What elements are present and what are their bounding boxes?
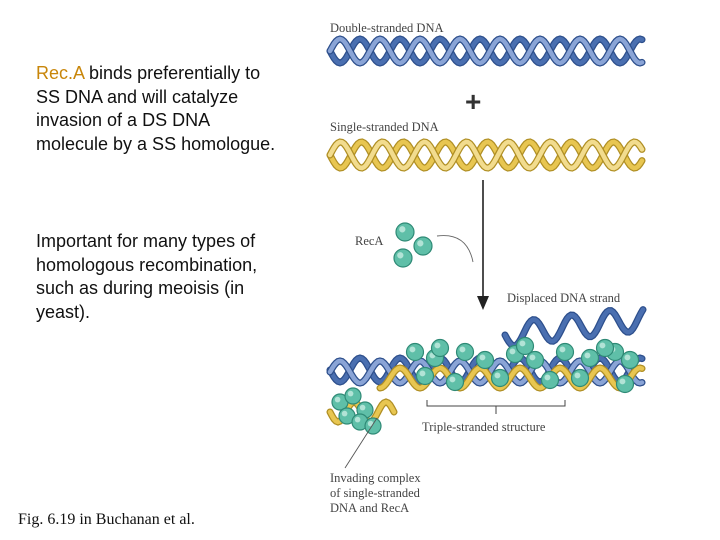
- bound-reca-protein-highlight: [544, 374, 551, 381]
- label-invading-line-3: DNA and RecA: [330, 501, 409, 515]
- reca-strand-invasion-diagram: Double-stranded DNA + Single-stranded DN…: [326, 21, 647, 515]
- triple-structure-bracket: [426, 400, 566, 407]
- bound-reca-protein-highlight: [434, 342, 441, 349]
- invading-complex-leader-line: [344, 417, 378, 469]
- ss-strand-a: [327, 139, 645, 171]
- bound-reca-protein-highlight: [584, 352, 591, 359]
- bound-reca-protein: [415, 366, 435, 386]
- bound-reca-protein-highlight: [459, 346, 466, 353]
- reca-term: Rec.A: [36, 63, 85, 83]
- invading-reca-protein: [344, 387, 362, 405]
- bound-reca-protein-highlight: [509, 348, 516, 355]
- bound-reca-protein: [540, 370, 560, 390]
- invading-reca-protein-highlight: [359, 404, 366, 411]
- bound-reca-protein: [620, 350, 640, 370]
- reaction-arrow-head: [477, 296, 489, 310]
- free-reca-protein: [413, 236, 433, 256]
- free-reca-protein-highlight: [399, 226, 406, 233]
- free-reca-proteins: [393, 222, 433, 268]
- description-paragraph: Rec.A binds preferentially to SS DNA and…: [36, 62, 276, 156]
- invading-reca-protein: [364, 417, 382, 435]
- bound-reca-protein: [475, 350, 495, 370]
- bound-reca-protein: [490, 368, 510, 388]
- bound-reca-protein-highlight: [479, 354, 486, 361]
- bound-reca-protein-highlight: [449, 376, 456, 383]
- description-text: binds preferentially to SS DNA and will …: [36, 63, 276, 154]
- invading-reca-protein-highlight: [354, 416, 361, 423]
- label-triple-stranded-structure: Triple-stranded structure: [422, 420, 546, 434]
- free-reca-protein-highlight: [417, 240, 424, 247]
- label-invading-line-2: of single-stranded: [330, 486, 421, 500]
- label-reca: RecA: [355, 234, 383, 248]
- bound-reca-protein: [615, 374, 635, 394]
- label-displaced-dna-strand: Displaced DNA strand: [507, 291, 621, 305]
- plus-sign: +: [465, 86, 481, 117]
- bound-reca-protein: [445, 372, 465, 392]
- reca-leader-line: [436, 235, 474, 263]
- free-reca-protein: [395, 222, 415, 242]
- bound-reca-protein: [595, 338, 615, 358]
- bound-reca-protein: [430, 338, 450, 358]
- free-reca-protein-highlight: [397, 252, 404, 259]
- bound-reca-proteins: [331, 336, 640, 435]
- single-stranded-dna-helix: [326, 138, 646, 172]
- figure-caption: Fig. 6.19 in Buchanan et al.: [18, 511, 195, 528]
- bound-reca-protein-highlight: [574, 372, 581, 379]
- displaced-dna-strand: [501, 306, 647, 350]
- bound-reca-protein-highlight: [559, 346, 566, 353]
- bound-reca-protein: [455, 342, 475, 362]
- bound-reca-protein: [570, 368, 590, 388]
- bound-reca-protein-highlight: [494, 372, 501, 379]
- bound-reca-protein-highlight: [519, 340, 526, 347]
- bound-reca-protein-highlight: [619, 378, 626, 385]
- ds-strand-b: [327, 36, 645, 66]
- displaced-strand-path: [502, 307, 646, 349]
- invading-reca-protein-highlight: [334, 396, 341, 403]
- label-invading-line-1: Invading complex: [330, 471, 421, 485]
- free-reca-protein: [393, 248, 413, 268]
- bound-reca-protein: [555, 342, 575, 362]
- double-stranded-dna-helix: [326, 35, 646, 67]
- bound-reca-protein-highlight: [529, 354, 536, 361]
- importance-paragraph: Important for many types of homologous r…: [36, 231, 258, 322]
- bound-reca-protein-highlight: [419, 370, 426, 377]
- bound-reca-protein: [515, 336, 535, 356]
- invading-reca-protein-highlight: [341, 410, 348, 417]
- bound-reca-protein-highlight: [599, 342, 606, 349]
- label-single-stranded-dna: Single-stranded DNA: [330, 120, 439, 134]
- bound-reca-protein-highlight: [624, 354, 631, 361]
- triple-yellow: [377, 365, 645, 391]
- ss-strand-b: [327, 139, 645, 171]
- invading-reca-protein-highlight: [347, 390, 354, 397]
- bound-reca-protein-highlight: [409, 346, 416, 353]
- bound-reca-protein: [405, 342, 425, 362]
- label-double-stranded-dna: Double-stranded DNA: [330, 21, 444, 35]
- bound-reca-protein: [580, 348, 600, 368]
